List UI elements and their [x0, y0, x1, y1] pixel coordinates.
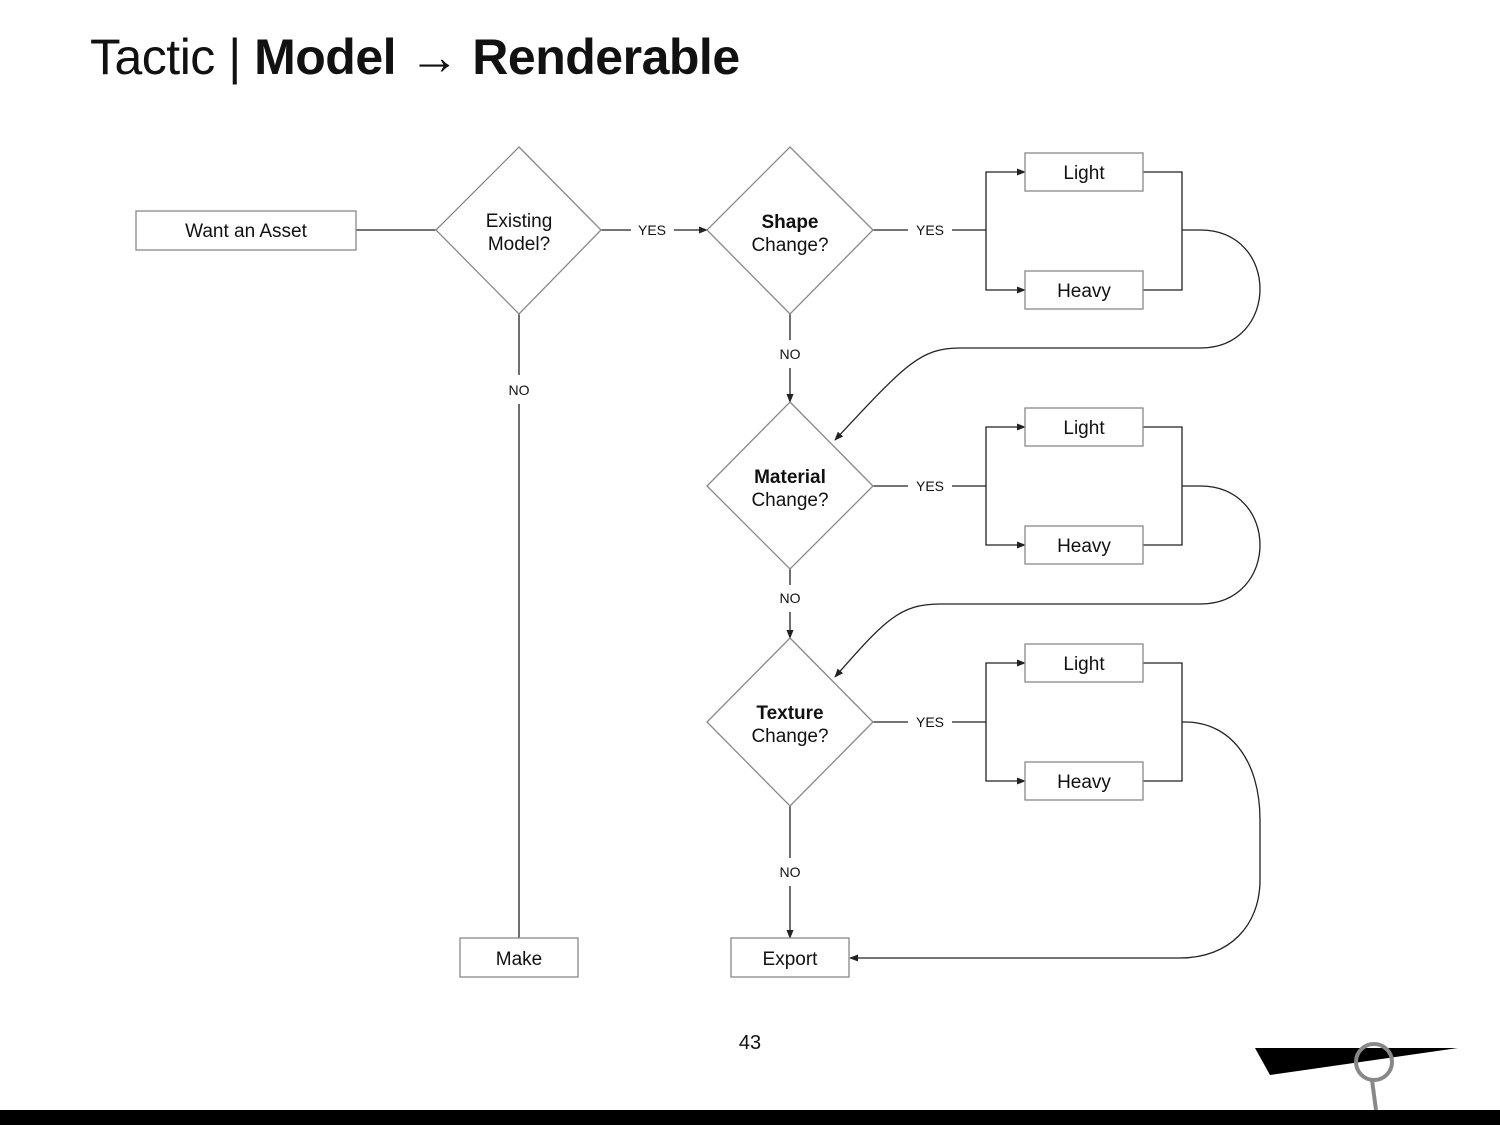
- diamond-existing-line1: Existing: [486, 211, 553, 232]
- logo-pin-icon: [1255, 1042, 1458, 1111]
- label-shape-no: NO: [780, 346, 801, 362]
- diamond-existing-model: Existing Model?: [435, 146, 602, 315]
- connectors: [356, 168, 1261, 962]
- edge-texture-to-light: [985, 659, 1026, 722]
- diamond-material-line1: Material: [754, 467, 826, 488]
- footer-bar: [0, 1110, 1500, 1125]
- box-export-label: Export: [763, 949, 819, 970]
- diamond-material-line2: Change?: [751, 490, 828, 511]
- box-texture-light-label: Light: [1063, 654, 1105, 675]
- box-material-light-label: Light: [1063, 418, 1105, 439]
- diamond-existing-line2: Model?: [488, 234, 550, 255]
- diamond-material-change: Material Change?: [706, 401, 874, 570]
- edge-shape-to-light: [985, 168, 1026, 230]
- box-export: Export: [730, 937, 850, 978]
- edge-material-to-texture: [834, 485, 1261, 678]
- label-texture-no: NO: [780, 864, 801, 880]
- diamond-texture-change: Texture Change?: [706, 637, 874, 807]
- title-prefix: Tactic |: [90, 29, 255, 85]
- box-make: Make: [459, 937, 579, 978]
- edge-material-to-heavy: [985, 486, 1026, 549]
- label-material-no: NO: [780, 590, 801, 606]
- box-material-heavy-label: Heavy: [1057, 536, 1111, 557]
- box-texture-heavy-label: Heavy: [1057, 772, 1111, 793]
- label-texture-yes: YES: [916, 714, 944, 730]
- box-shape-heavy: Heavy: [1024, 270, 1144, 310]
- edge-shape-to-material: [834, 229, 1261, 441]
- diamond-shape-line1: Shape: [761, 212, 818, 233]
- box-want-asset-label: Want an Asset: [185, 221, 308, 242]
- box-want-asset: Want an Asset: [135, 210, 357, 251]
- edge-shape-merge: [1143, 171, 1183, 291]
- title-bold: Model → Renderable: [254, 29, 740, 85]
- edge-material-merge: [1143, 426, 1183, 546]
- diamond-shape-line2: Change?: [751, 235, 828, 256]
- edge-shape-to-heavy: [985, 230, 1026, 294]
- edge-texture-merge: [1143, 662, 1183, 782]
- box-shape-light: Light: [1024, 152, 1144, 192]
- edge-material-to-light: [985, 423, 1026, 486]
- page-number: 43: [738, 1032, 762, 1054]
- label-material-yes: YES: [916, 478, 944, 494]
- label-shape-yes: YES: [916, 222, 944, 238]
- box-shape-heavy-label: Heavy: [1057, 281, 1111, 302]
- edge-texture-to-export: [849, 721, 1261, 962]
- box-material-heavy: Heavy: [1024, 525, 1144, 565]
- slide-title: Tactic | Model → Renderable: [90, 28, 740, 86]
- diamond-texture-line1: Texture: [756, 703, 823, 724]
- box-texture-heavy: Heavy: [1024, 761, 1144, 801]
- box-make-label: Make: [496, 949, 542, 970]
- diamond-shape-change: Shape Change?: [706, 146, 874, 315]
- edge-labels: YES NO YES NO YES NO YES NO: [509, 222, 945, 880]
- box-texture-light: Light: [1024, 643, 1144, 683]
- label-existing-no: NO: [509, 382, 530, 398]
- box-shape-light-label: Light: [1063, 163, 1105, 184]
- edge-texture-to-heavy: [985, 722, 1026, 785]
- diamond-texture-line2: Change?: [751, 726, 828, 747]
- label-existing-yes: YES: [638, 222, 666, 238]
- box-material-light: Light: [1024, 407, 1144, 447]
